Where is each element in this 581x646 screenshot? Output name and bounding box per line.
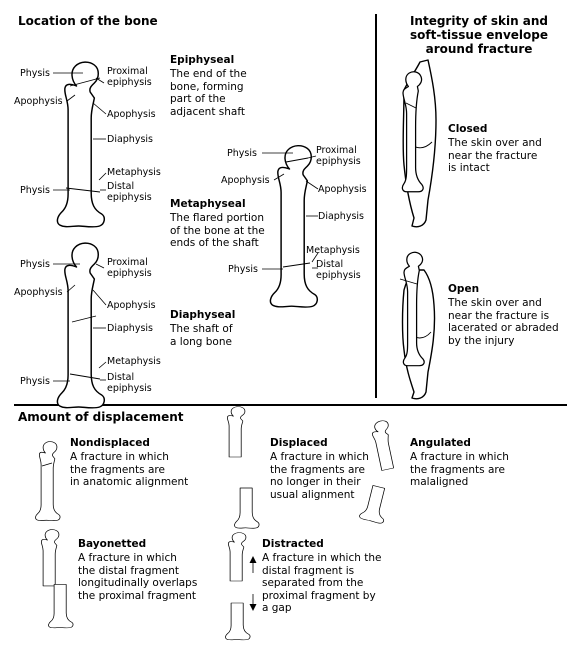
label-apophysis: Apophysis <box>107 300 156 311</box>
epiphyseal-desc: The end of the bone, forming part of the… <box>170 68 247 118</box>
label-apophysis: Apophysis <box>107 109 156 120</box>
integrity-section-title: Integrity of skin and soft-tissue envelo… <box>409 14 549 56</box>
open-title: Open <box>448 283 480 295</box>
bone-bayonetted-bottom <box>48 584 74 629</box>
label-distal-epiphysis: Distal epiphysis <box>316 259 361 281</box>
label-physis: Physis <box>228 264 258 275</box>
femur-metaphyseal <box>269 144 319 308</box>
label-physis: Physis <box>227 148 257 159</box>
label-proximal-epiphysis: Proximal epiphysis <box>316 145 361 167</box>
label-metaphysis: Metaphysis <box>107 356 161 367</box>
label-diaphysis: Diaphysis <box>318 211 364 222</box>
label-diaphysis: Diaphysis <box>107 134 153 145</box>
label-proximal-epiphysis: Proximal epiphysis <box>107 257 152 279</box>
label-diaphysis: Diaphysis <box>107 323 153 334</box>
bone-displaced-bottom <box>234 487 260 529</box>
metaphyseal-title: Metaphyseal <box>170 198 246 210</box>
femur-epiphyseal <box>56 61 106 228</box>
angulated-title: Angulated <box>410 437 471 449</box>
displaced-desc: A fracture in which the fragments are no… <box>270 451 369 501</box>
bone-nondisplaced <box>35 441 61 522</box>
label-proximal-epiphysis: Proximal epiphysis <box>107 66 152 88</box>
displaced-title: Displaced <box>270 437 328 449</box>
label-apophysis: Apophysis <box>14 96 63 107</box>
nondisplaced-title: Nondisplaced <box>70 437 150 449</box>
angulated-desc: A fracture in which the fragments are ma… <box>410 451 509 488</box>
bone-angulated-top <box>371 420 395 471</box>
label-physis: Physis <box>20 68 50 79</box>
nondisplaced-desc: A fracture in which the fragments are in… <box>70 451 189 488</box>
epiphyseal-title: Epiphyseal <box>170 54 235 66</box>
femur-diaphyseal <box>56 242 106 409</box>
label-distal-epiphysis: Distal epiphysis <box>107 372 152 394</box>
distracted-title: Distracted <box>262 538 324 550</box>
location-section-title: Location of the bone <box>18 14 158 28</box>
distraction-up-arrow <box>249 556 257 573</box>
diaphyseal-desc: The shaft of a long bone <box>170 323 233 348</box>
label-physis: Physis <box>20 259 50 270</box>
label-apophysis: Apophysis <box>318 184 367 195</box>
bone-bayonetted-top <box>40 529 60 587</box>
label-apophysis: Apophysis <box>14 287 63 298</box>
open-desc: The skin over and near the fracture is l… <box>448 297 559 347</box>
label-physis: Physis <box>20 376 50 387</box>
label-apophysis: Apophysis <box>221 175 270 186</box>
label-distal-epiphysis: Distal epiphysis <box>107 181 152 203</box>
bone-angulated-bottom <box>359 485 386 524</box>
distracted-desc: A fracture in which the distal fragment … <box>262 552 382 614</box>
bayonetted-desc: A fracture in which the distal fragment … <box>78 552 198 602</box>
label-metaphysis: Metaphysis <box>107 167 161 178</box>
label-metaphysis: Metaphysis <box>306 245 360 256</box>
bone-displaced-top <box>226 406 246 458</box>
distraction-down-arrow <box>249 594 257 611</box>
closed-desc: The skin over and near the fracture is i… <box>448 137 542 174</box>
bone-distracted-top <box>227 532 247 582</box>
bone-distracted-bottom <box>225 602 251 641</box>
metaphyseal-desc: The flared portion of the bone at the en… <box>170 212 265 249</box>
label-physis: Physis <box>20 185 50 196</box>
bayonetted-title: Bayonetted <box>78 538 147 550</box>
diaphyseal-title: Diaphyseal <box>170 309 236 321</box>
closed-title: Closed <box>448 123 488 135</box>
displacement-section-title: Amount of displacement <box>18 410 184 424</box>
